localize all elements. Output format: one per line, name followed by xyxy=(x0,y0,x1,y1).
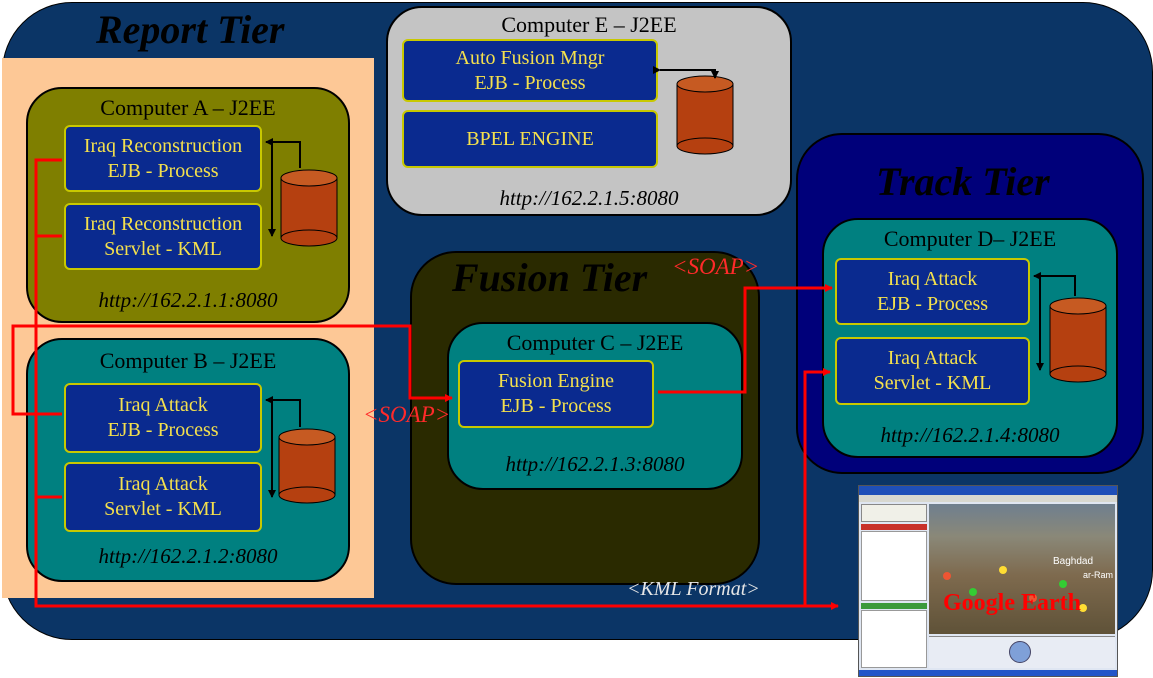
iraq-attack-ejb-box-b: Iraq Attack EJB - Process xyxy=(64,383,262,453)
connector-d-db-ejb xyxy=(1033,272,1076,296)
database-icon-d xyxy=(1049,297,1107,383)
iraq-attack-ejb-box-d: Iraq Attack EJB - Process xyxy=(835,258,1030,325)
computer-d-title: Computer D– J2EE xyxy=(883,226,1057,251)
kml-line-d-servlet xyxy=(803,368,831,606)
computer-b-title: Computer B – J2EE xyxy=(99,348,277,373)
box-line: Iraq Attack xyxy=(118,394,208,416)
window-titlebar xyxy=(859,486,1117,495)
places-header xyxy=(861,524,927,530)
box-line: Auto Fusion Mngr xyxy=(455,46,605,69)
box-line: Iraq Reconstruction xyxy=(83,212,243,235)
box-line: Iraq Attack xyxy=(887,347,978,369)
layers-header xyxy=(861,603,927,609)
kml-line-a-ejb xyxy=(34,158,839,610)
database-icon-e xyxy=(676,75,734,155)
computer-d-url: http://162.2.1.4:8080 xyxy=(880,423,1060,447)
map-marker xyxy=(969,588,977,596)
box-line: EJB - Process xyxy=(107,159,219,182)
database-icon-b xyxy=(278,428,336,504)
map-marker xyxy=(999,566,1007,574)
soap-line-b-to-c xyxy=(11,324,453,416)
box-line: Servlet - KML xyxy=(104,498,222,520)
track-tier-title: Track Tier xyxy=(876,159,1050,204)
computer-a-url: http://162.2.1.1:8080 xyxy=(98,288,278,312)
map-marker xyxy=(1059,580,1067,588)
computer-a-title: Computer A – J2EE xyxy=(100,95,276,120)
connector-a-db-ejb xyxy=(265,138,301,168)
soap-label-top: <SOAP> xyxy=(672,254,760,279)
kml-format-label: <KML Format> xyxy=(627,578,760,600)
window-toolbar xyxy=(859,495,1117,502)
computer-e-url: http://162.2.1.5:8080 xyxy=(499,186,679,210)
map-marker xyxy=(1079,604,1087,612)
iraq-attack-servlet-box-b: Iraq Attack Servlet - KML xyxy=(64,462,262,532)
box-line: Servlet - KML xyxy=(873,372,992,394)
computer-c-url: http://162.2.1.3:8080 xyxy=(505,452,685,476)
places-tree xyxy=(861,531,927,601)
bpel-engine-box: BPEL ENGINE xyxy=(402,110,658,168)
map-marker xyxy=(943,572,951,580)
taskbar xyxy=(859,670,1117,676)
box-line: Iraq Attack xyxy=(118,473,208,495)
google-earth-label: Google Earth xyxy=(943,590,1081,616)
report-tier-title: Report Tier xyxy=(96,7,285,52)
map-place-label: Baghdad xyxy=(1053,556,1094,567)
connector-e-db xyxy=(653,66,719,79)
navigation-controls xyxy=(929,636,1115,668)
map-marker xyxy=(1029,594,1037,602)
computer-b: Computer B – J2EE http://162.2.1.2:8080 xyxy=(26,338,350,582)
iraq-attack-servlet-box-d: Iraq Attack Servlet - KML xyxy=(835,337,1030,405)
computer-c-title: Computer C – J2EE xyxy=(506,330,684,355)
box-line: Servlet - KML xyxy=(104,237,222,260)
box-line: BPEL ENGINE xyxy=(466,127,594,150)
box-line: EJB - Process xyxy=(500,395,612,417)
auto-fusion-manager-box: Auto Fusion Mngr EJB - Process xyxy=(402,39,658,102)
fusion-engine-box: Fusion Engine EJB - Process xyxy=(458,360,654,428)
iraq-reconstruction-ejb-box: Iraq Reconstruction EJB - Process xyxy=(64,125,262,192)
search-panel xyxy=(861,504,927,522)
box-line: EJB - Process xyxy=(474,71,586,94)
earth-map-view: Baghdad ar-Ram xyxy=(929,504,1115,634)
box-line: Iraq Reconstruction xyxy=(83,134,243,157)
box-line: EJB - Process xyxy=(107,419,219,441)
connector-b-db-ejb xyxy=(265,396,301,427)
layers-list xyxy=(861,610,927,668)
navigation-ring-icon xyxy=(1009,641,1031,663)
database-icon-a xyxy=(280,169,338,247)
box-line: Iraq Attack xyxy=(887,267,978,290)
computer-b-url: http://162.2.1.2:8080 xyxy=(98,544,278,568)
map-place-label: ar-Ram xyxy=(1083,570,1114,580)
soap-line-c-to-d xyxy=(658,284,833,394)
google-earth-screenshot: Baghdad ar-Ram Google Earth xyxy=(858,485,1118,677)
soap-label-left: <SOAP> xyxy=(363,402,451,427)
iraq-reconstruction-servlet-box: Iraq Reconstruction Servlet - KML xyxy=(64,203,262,270)
fusion-tier-title: Fusion Tier xyxy=(452,255,648,300)
computer-e-title: Computer E – J2EE xyxy=(501,12,677,37)
box-line: Fusion Engine xyxy=(497,370,615,392)
box-line: EJB - Process xyxy=(876,292,989,315)
